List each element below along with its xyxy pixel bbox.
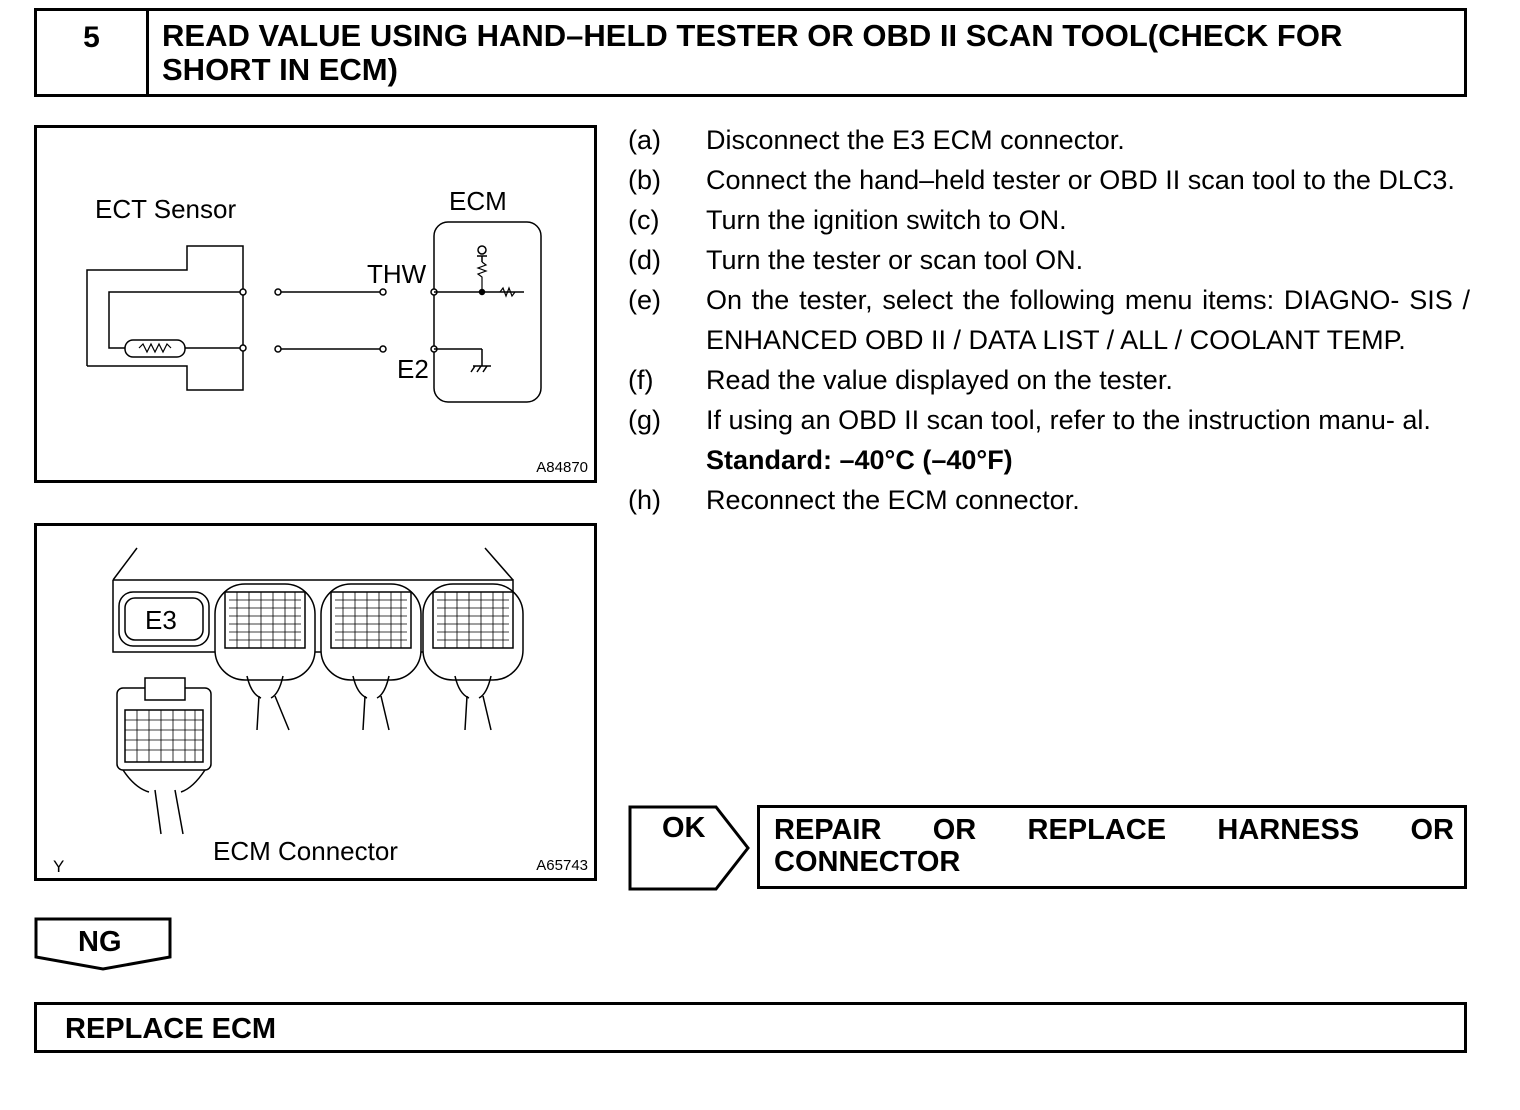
ecm-connector-c <box>422 583 524 731</box>
step-title: READ VALUE USING HAND–HELD TESTER OR OBD… <box>162 18 1343 87</box>
step-letter: (a) <box>628 125 661 155</box>
wiring-diagram: ECT Sensor ECM THW E2 <box>86 186 542 403</box>
ok-label: OK <box>662 812 706 844</box>
ok-word: REPLACE <box>1027 814 1167 846</box>
step-item: (c) Turn the ignition switch to ON. <box>628 200 1470 240</box>
corner-mark: Y <box>53 857 64 876</box>
step-item: (d) Turn the tester or scan tool ON. <box>628 240 1470 280</box>
ok-arrow-tag <box>628 805 750 891</box>
ok-word: REPAIR <box>774 814 882 846</box>
step-letter: (h) <box>628 485 661 515</box>
ecm-connector-figure: E3 ECM Connector Y A65743 <box>34 523 597 881</box>
e3-label: E3 <box>145 605 177 635</box>
ecm-connector-a <box>214 583 316 731</box>
disconnected-connector <box>116 677 212 835</box>
ng-arrow-tag <box>34 917 172 971</box>
ecm-connector-illustration: E3 ECM Connector Y <box>53 547 524 876</box>
step-number: 5 <box>37 11 149 94</box>
ecm-box <box>433 221 542 403</box>
step-letter: (c) <box>628 205 660 235</box>
step-letter: (d) <box>628 245 661 275</box>
ok-word: HARNESS <box>1217 814 1360 846</box>
step-text: Connect the hand–held tester or OBD II s… <box>706 165 1455 195</box>
ok-result-line2: CONNECTOR <box>774 846 961 878</box>
step-text: Disconnect the E3 ECM connector. <box>706 125 1125 155</box>
figure-code: A65743 <box>536 857 588 874</box>
replace-ecm-text: REPLACE ECM <box>65 1013 277 1045</box>
ect-sensor-label: ECT Sensor <box>95 194 236 224</box>
ecm-connector-b <box>320 583 422 731</box>
step-letter: (e) <box>628 285 661 315</box>
ok-word: OR <box>932 814 977 846</box>
standard-value: Standard: –40°C (–40°F) <box>706 445 1013 475</box>
figure-code: A84870 <box>536 459 588 476</box>
step-letter: (b) <box>628 165 661 195</box>
ok-result-line1: REPAIR OR REPLACE HARNESS OR <box>774 814 1454 846</box>
wiring-diagram-figure: ECT Sensor ECM THW E2 A84870 <box>34 125 597 483</box>
thermistor-icon <box>124 339 186 358</box>
step-text: Read the value displayed on the tester. <box>706 365 1173 395</box>
ecm-connector-caption: ECM Connector <box>213 836 398 866</box>
ecm-label: ECM <box>449 186 507 216</box>
step-text: If using an OBD II scan tool, refer to t… <box>706 405 1431 435</box>
step-letter: (g) <box>628 405 661 435</box>
thw-label: THW <box>367 259 427 289</box>
step-item: (e) On the tester, select the following … <box>628 280 1470 360</box>
step-item: (h) Reconnect the ECM connector. <box>628 480 1470 520</box>
step-item: (f) Read the value displayed on the test… <box>628 360 1470 400</box>
step-text: Turn the ignition switch to ON. <box>706 205 1067 235</box>
step-header: 5 READ VALUE USING HAND–HELD TESTER OR O… <box>34 8 1467 97</box>
step-letter: (f) <box>628 365 654 395</box>
step-text: Turn the tester or scan tool ON. <box>706 245 1084 275</box>
ng-label: NG <box>78 926 122 958</box>
step-item: (a) Disconnect the E3 ECM connector. <box>628 120 1470 160</box>
ok-result-box: REPAIR OR REPLACE HARNESS OR CONNECTOR <box>757 805 1467 889</box>
step-text: Reconnect the ECM connector. <box>706 485 1080 515</box>
replace-ecm-box: REPLACE ECM <box>34 1002 1467 1053</box>
procedure-steps: (a) Disconnect the E3 ECM connector. (b)… <box>628 120 1470 520</box>
ok-word: OR <box>1410 814 1455 846</box>
step-text: On the tester, select the following menu… <box>706 285 1470 355</box>
step-item: (b) Connect the hand–held tester or OBD … <box>628 160 1470 200</box>
step-item: (g) If using an OBD II scan tool, refer … <box>628 400 1470 440</box>
e2-label: E2 <box>397 354 429 384</box>
e3-badge <box>118 591 210 647</box>
ect-sensor-body <box>86 245 244 391</box>
